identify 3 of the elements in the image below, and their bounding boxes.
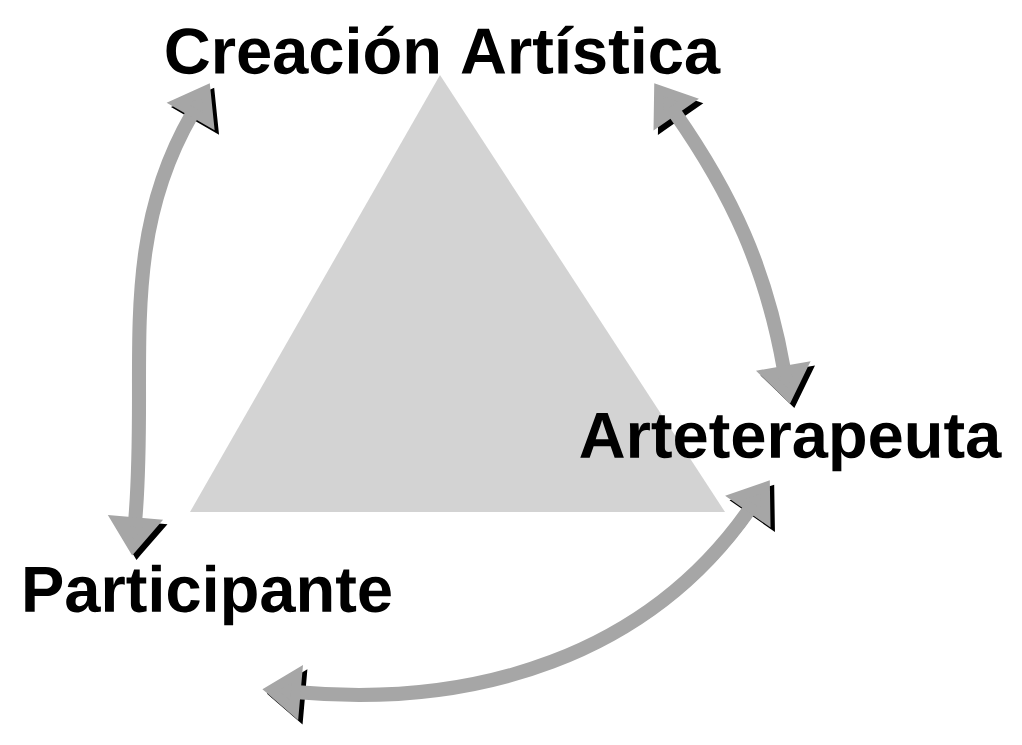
node-label: Creación Artística [166, 25, 721, 75]
node-label: Participante [25, 564, 391, 626]
node-label: Arteterapeuta [580, 412, 1002, 472]
